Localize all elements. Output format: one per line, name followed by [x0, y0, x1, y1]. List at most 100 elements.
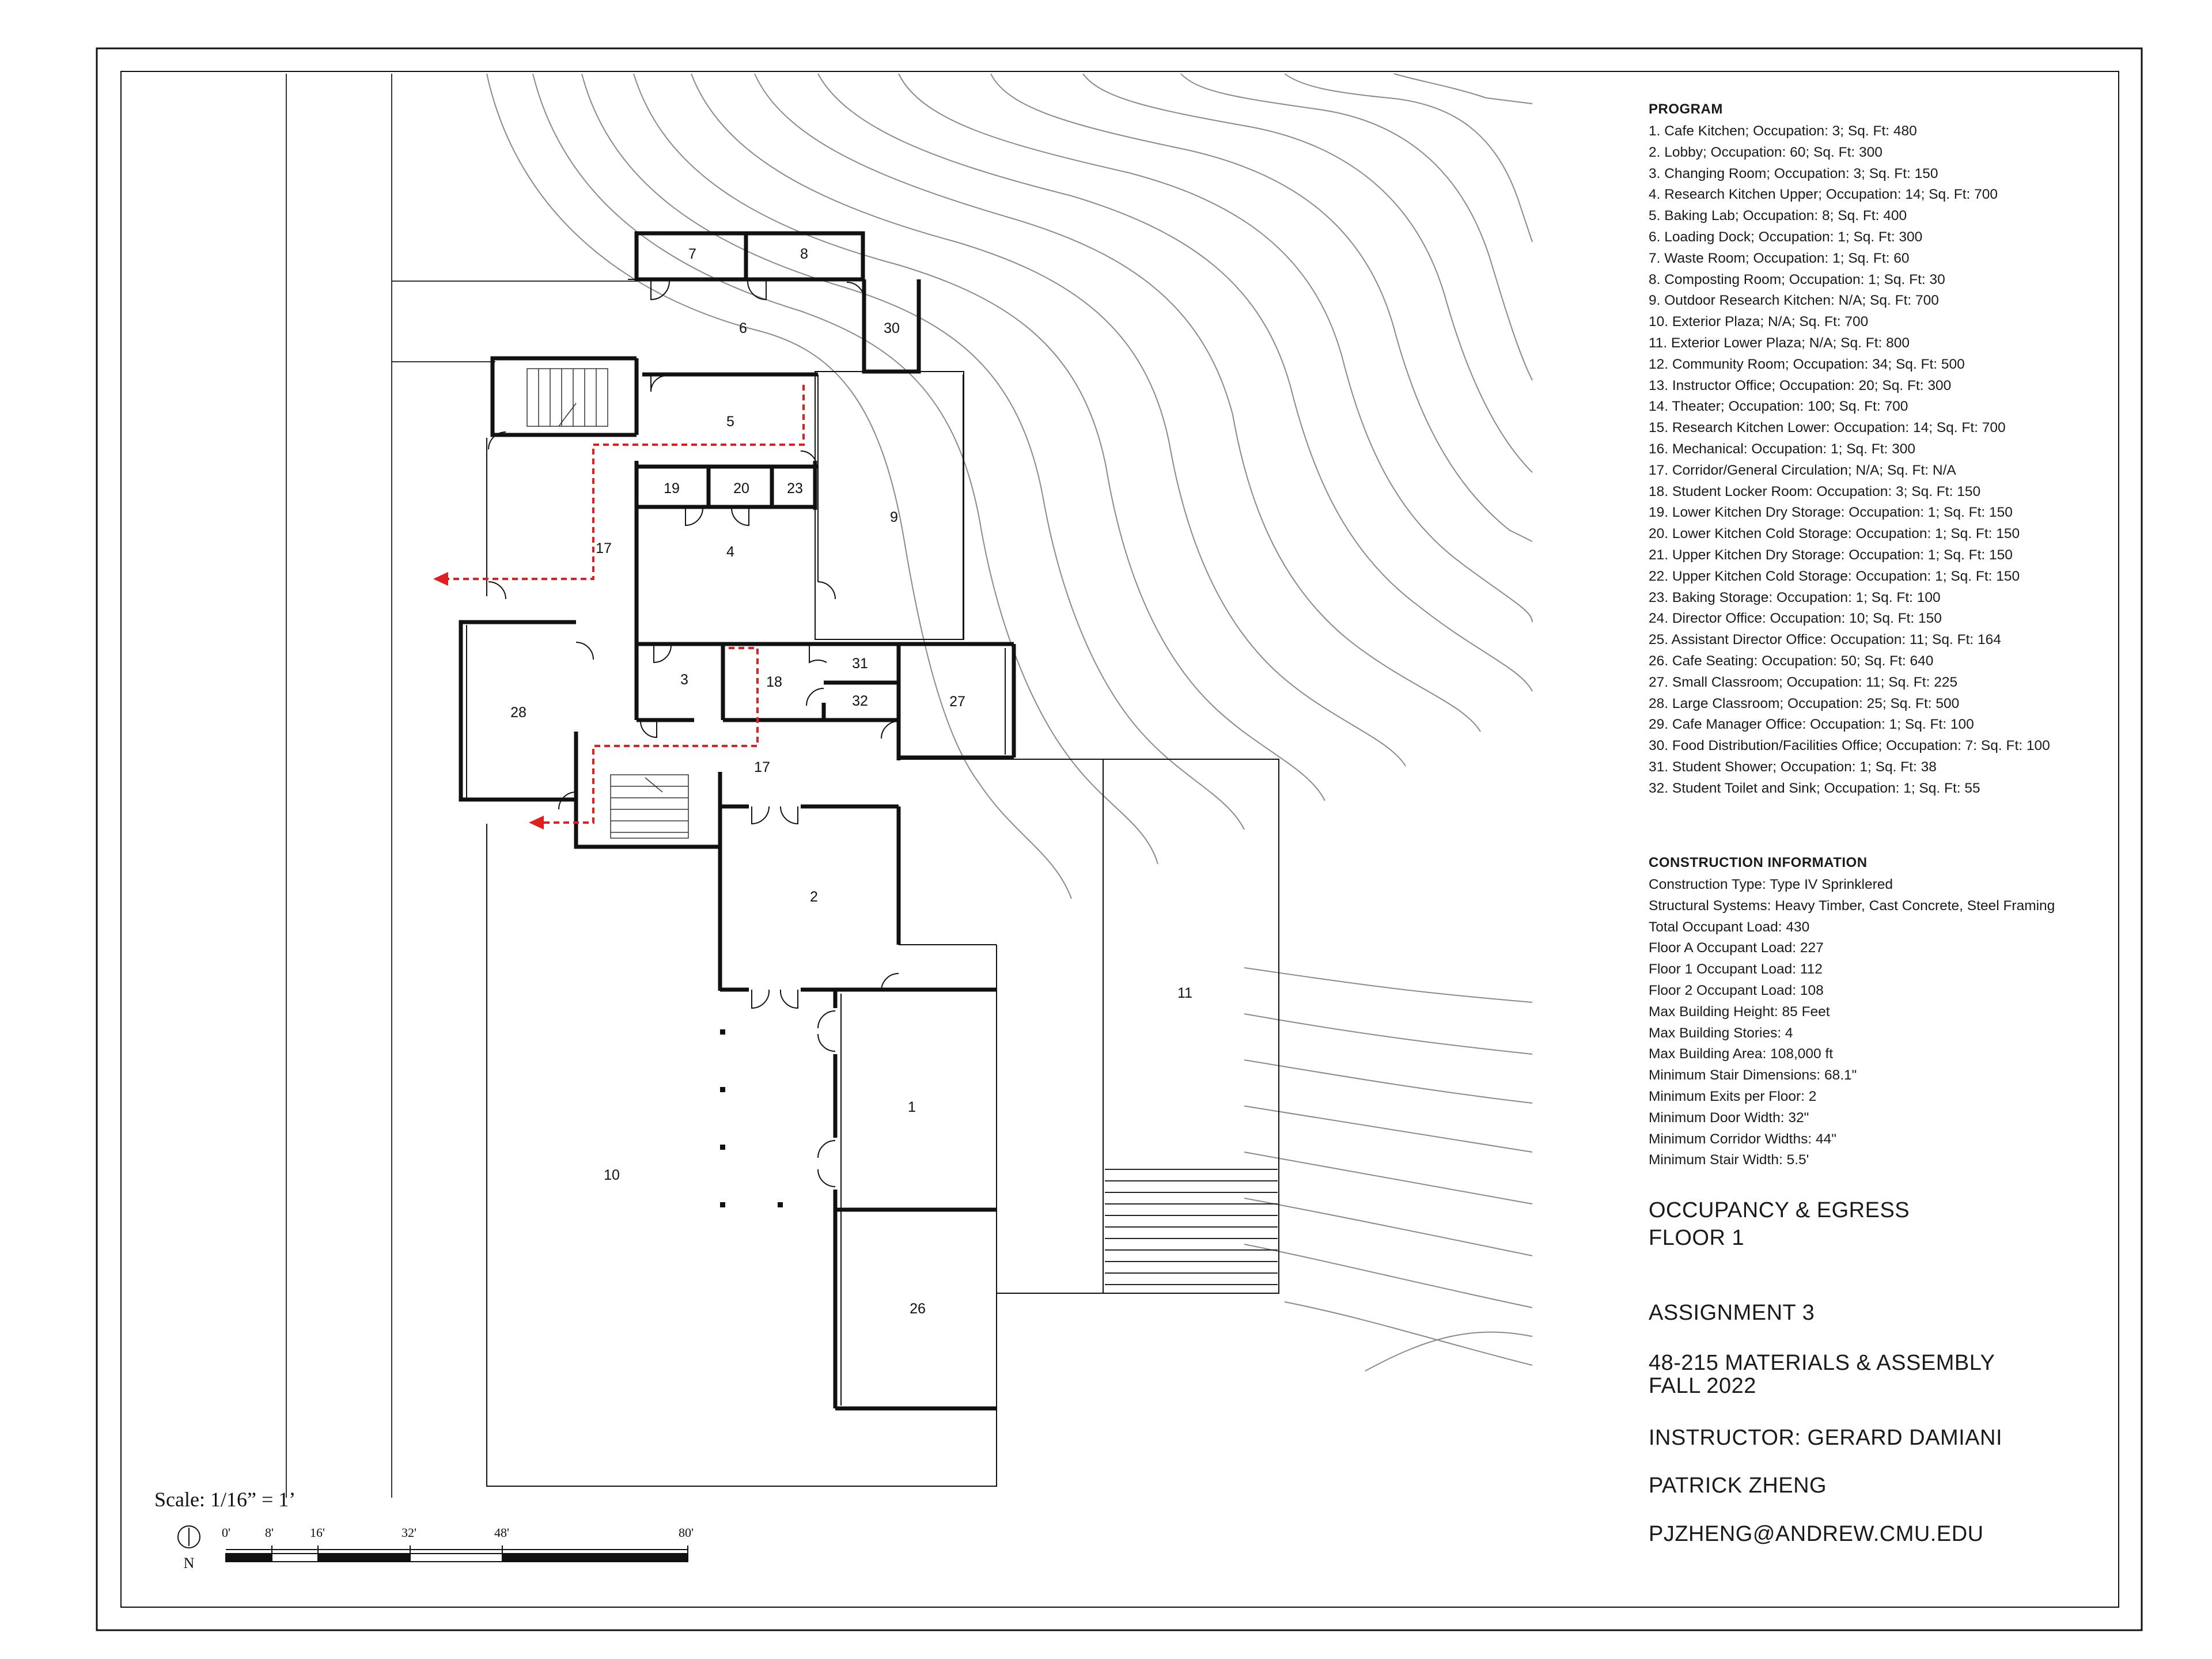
program-item: 23. Baking Storage: Occupation: 1; Sq. F… [1649, 589, 1941, 605]
room-label-17-upper: 17 [596, 540, 612, 556]
room-label-6: 6 [739, 320, 747, 336]
construction-item: Max Building Stories: 4 [1649, 1025, 1793, 1041]
construction-item: Floor 1 Occupant Load: 112 [1649, 961, 1823, 978]
program-item: 3. Changing Room; Occupation: 3; Sq. Ft:… [1649, 165, 1938, 181]
room-label-9: 9 [890, 509, 898, 525]
scale-bar [225, 1546, 688, 1562]
student-email: PJZHENG@ANDREW.CMU.EDU [1649, 1522, 1984, 1546]
room-label-8: 8 [800, 246, 808, 262]
construction-item: Floor A Occupant Load: 227 [1649, 940, 1824, 956]
program-item: 24. Director Office: Occupation: 10; Sq.… [1649, 611, 1942, 627]
room-label-17-lower: 17 [754, 759, 770, 775]
scale-tick-0: 0' [222, 1525, 230, 1540]
north-label: N [184, 1555, 195, 1571]
program-heading: PROGRAM [1649, 101, 1723, 117]
program-item: 30. Food Distribution/Facilities Office;… [1649, 738, 2050, 754]
construction-item: Minimum Door Width: 32" [1649, 1109, 1809, 1126]
program-list: PROGRAM 1. Cafe Kitchen; Occupation: 3; … [1649, 101, 2050, 800]
program-item: 5. Baking Lab; Occupation: 8; Sq. Ft: 40… [1649, 208, 1907, 224]
construction-item: Structural Systems: Heavy Timber, Cast C… [1649, 897, 2055, 914]
room-label-28: 28 [510, 704, 527, 721]
room-label-31: 31 [852, 656, 868, 672]
program-item: 20. Lower Kitchen Cold Storage: Occupati… [1649, 526, 2020, 542]
scale-tick-48: 48' [494, 1525, 509, 1540]
program-item: 27. Small Classroom; Occupation: 11; Sq.… [1649, 674, 1958, 690]
program-item: 11. Exterior Lower Plaza; N/A; Sq. Ft: 8… [1649, 335, 1910, 351]
scale-tick-32: 32' [402, 1525, 416, 1540]
program-item: 26. Cafe Seating: Occupation: 50; Sq. Ft… [1649, 653, 1934, 669]
program-item: 8. Composting Room; Occupation: 1; Sq. F… [1649, 271, 1945, 287]
assignment-label: ASSIGNMENT 3 [1649, 1301, 1815, 1325]
construction-heading: CONSTRUCTION INFORMATION [1649, 855, 1868, 870]
construction-item: Minimum Corridor Widths: 44" [1649, 1131, 1836, 1147]
scale-label: Scale: 1/16” = 1’ [154, 1488, 296, 1511]
room-label-23: 23 [787, 480, 803, 497]
egress-arrowheads [433, 572, 544, 830]
contour-lines [486, 73, 1533, 1372]
room-label-3: 3 [680, 672, 688, 688]
inner-border [120, 71, 2119, 1608]
term-label: FALL 2022 [1649, 1374, 1756, 1398]
program-item: 17. Corridor/General Circulation; N/A; S… [1649, 462, 1956, 478]
room-label-7: 7 [688, 246, 696, 262]
sheet-title-1: OCCUPANCY & EGRESS [1649, 1198, 1910, 1222]
door-swings [488, 281, 899, 1187]
plaza-stair-treads [1105, 1169, 1278, 1285]
room-label-32: 32 [852, 693, 868, 709]
building-walls [459, 231, 1016, 1411]
room-label-27: 27 [949, 694, 965, 710]
site-lines [286, 74, 639, 1498]
room-label-11: 11 [1177, 985, 1192, 1001]
construction-item: Minimum Stair Width: 5.5' [1649, 1152, 1809, 1168]
construction-info: CONSTRUCTION INFORMATION Construction Ty… [1649, 855, 2055, 1171]
program-item: 31. Student Shower; Occupation: 1; Sq. F… [1649, 759, 1937, 775]
construction-item: Total Occupant Load: 430 [1649, 919, 1810, 935]
construction-item: Max Building Area: 108,000 ft [1649, 1046, 1834, 1062]
construction-item: Minimum Stair Dimensions: 68.1" [1649, 1067, 1857, 1084]
program-item: 1. Cafe Kitchen; Occupation: 3; Sq. Ft: … [1649, 123, 1917, 139]
construction-item: Max Building Height: 85 Feet [1649, 1003, 1830, 1020]
program-item: 19. Lower Kitchen Dry Storage: Occupatio… [1649, 505, 2013, 521]
program-item: 4. Research Kitchen Upper; Occupation: 1… [1649, 187, 1998, 203]
thin-walls [466, 279, 1006, 1406]
construction-item: Minimum Exits per Floor: 2 [1649, 1088, 1817, 1104]
room-label-1: 1 [908, 1099, 916, 1115]
plaza-outlines [486, 371, 1279, 1487]
sheet-title-2: FLOOR 1 [1649, 1226, 1745, 1250]
program-item: 32. Student Toilet and Sink; Occupation:… [1649, 780, 1980, 796]
program-item: 10. Exterior Plaza; N/A; Sq. Ft: 700 [1649, 314, 1869, 330]
program-item: 22. Upper Kitchen Cold Storage: Occupati… [1649, 568, 2020, 584]
plaza-columns [720, 1029, 783, 1207]
program-item: 14. Theater; Occupation: 100; Sq. Ft: 70… [1649, 399, 1908, 415]
room-label-26: 26 [910, 1301, 926, 1317]
building-stair-treads [527, 368, 689, 839]
course-label: 48-215 MATERIALS & ASSEMBLY [1649, 1351, 1995, 1375]
program-item: 28. Large Classroom; Occupation: 25; Sq.… [1649, 695, 1960, 711]
program-item: 25. Assistant Director Office: Occupatio… [1649, 632, 2001, 648]
construction-item: Floor 2 Occupant Load: 108 [1649, 982, 1824, 998]
room-label-2: 2 [810, 889, 818, 905]
program-item: 15. Research Kitchen Lower: Occupation: … [1649, 420, 2006, 436]
program-item: 18. Student Locker Room: Occupation: 3; … [1649, 483, 1981, 499]
room-label-19: 19 [664, 480, 680, 497]
scale-tick-8: 8' [265, 1525, 274, 1540]
room-label-5: 5 [726, 414, 734, 430]
north-arrow-icon [177, 1525, 200, 1548]
program-item: 29. Cafe Manager Office: Occupation: 1; … [1649, 717, 1974, 733]
egress-paths [441, 385, 805, 824]
room-label-20: 20 [733, 480, 749, 497]
program-item: 7. Waste Room; Occupation: 1; Sq. Ft: 60 [1649, 250, 1910, 266]
program-item: 12. Community Room; Occupation: 34; Sq. … [1649, 356, 1965, 372]
room-label-30: 30 [884, 320, 900, 336]
north-arrow: N [177, 1525, 200, 1571]
construction-item: Construction Type: Type IV Sprinklered [1649, 877, 1893, 892]
student-name: PATRICK ZHENG [1649, 1474, 1827, 1498]
program-item: 9. Outdoor Research Kitchen: N/A; Sq. Ft… [1649, 293, 1939, 309]
room-labels: 7 8 6 30 5 19 20 23 9 4 17 28 3 18 31 32… [510, 246, 1192, 1317]
program-item: 16. Mechanical: Occupation: 1; Sq. Ft: 3… [1649, 441, 1916, 457]
room-label-10: 10 [604, 1167, 620, 1183]
program-item: 2. Lobby; Occupation: 60; Sq. Ft: 300 [1649, 144, 1883, 160]
program-item: 6. Loading Dock; Occupation: 1; Sq. Ft: … [1649, 229, 1923, 245]
room-label-4: 4 [726, 544, 734, 560]
